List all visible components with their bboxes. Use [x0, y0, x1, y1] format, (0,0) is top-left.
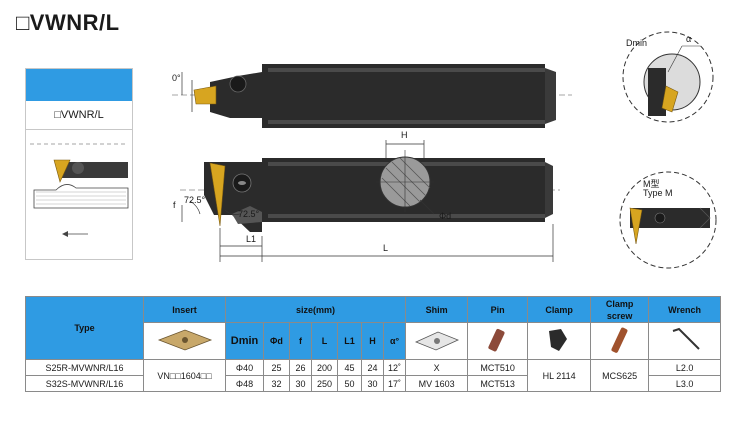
row-type: S32S-MVWNR/L16 — [25, 375, 144, 392]
clamp-image — [527, 322, 592, 360]
dmin-detail — [622, 31, 714, 123]
clamp-screw-image — [590, 322, 650, 360]
dim-h-label: H — [401, 130, 408, 140]
row-f: 30 — [289, 375, 312, 392]
tool-front-view — [180, 150, 560, 232]
row-h: 24 — [361, 359, 384, 376]
row-l1: 50 — [337, 375, 362, 392]
card-label: □VWNR/L — [26, 101, 132, 130]
header-wrench: Wrench — [648, 296, 722, 323]
row-l: 250 — [311, 375, 338, 392]
row-pin: MCT510 — [467, 359, 529, 376]
page-title: □VWNR/L — [16, 10, 120, 35]
dim-l1-label: L1 — [246, 234, 257, 244]
row-shim: X — [405, 359, 469, 376]
insert-code: VN□□1604□□ — [143, 359, 226, 392]
header-type: Type — [25, 296, 144, 360]
angle-1-label: 72.5° — [184, 195, 206, 205]
spec-table: Type Insert size(mm) Shim Pin Clamp Clam… — [25, 296, 722, 392]
row-l1: 45 — [337, 359, 362, 376]
type-m-cn-label: M型 — [643, 179, 660, 189]
row-wrench: L3.0 — [648, 375, 722, 392]
shim-image — [405, 322, 469, 360]
row-alpha: 12˚ — [382, 359, 407, 376]
row-dmin: Φ40 — [225, 359, 264, 376]
row-pin: MCT513 — [467, 375, 529, 392]
subheader-l: L — [311, 322, 338, 360]
dim-l-label: L — [383, 243, 389, 253]
row-dmin: Φ48 — [225, 375, 264, 392]
tool-top-view — [172, 64, 572, 128]
subheader-l1: L1 — [337, 322, 362, 360]
clamp-code: HL 2114 — [527, 359, 592, 392]
subheader-f: f — [289, 322, 312, 360]
type-m-detail — [619, 171, 717, 269]
subheader-alpha: α° — [382, 322, 407, 360]
subheader-h: H — [361, 322, 384, 360]
type-m-en-label: Type M — [643, 188, 673, 198]
header-clamp: Clamp — [527, 296, 592, 323]
angle-zero-label: 0° — [172, 73, 181, 83]
dim-phid-label: Φd — [439, 211, 452, 221]
dmin-label: Dmin — [626, 38, 648, 48]
table-row: S25R-MVWNR/L16 VN□□1604□□ Φ40 25 26 200 … — [25, 359, 722, 392]
row-d: 25 — [263, 359, 290, 376]
header-size: size(mm) — [224, 296, 407, 323]
header-pin: Pin — [467, 296, 529, 323]
dim-f-label: f — [173, 200, 176, 210]
row-shim: MV 1603 — [405, 375, 469, 392]
header-insert: Insert — [143, 296, 226, 323]
wrench-image — [648, 322, 722, 360]
angle-2-label: 72.5° — [238, 209, 260, 219]
row-wrench: L2.0 — [648, 359, 722, 376]
clamp-screw-code: MCS625 — [590, 359, 650, 392]
pin-image — [467, 322, 529, 360]
subheader-dmin: Dmin — [225, 322, 264, 360]
row-d: 32 — [263, 375, 290, 392]
table-row: S32S-MVWNR/L16 Φ48 32 30 250 50 30 17˚ M… — [25, 375, 722, 392]
tool-drawing — [172, 31, 717, 269]
insert-image — [143, 322, 226, 360]
product-card: □VWNR/L — [25, 68, 133, 260]
dimension-lines — [181, 72, 554, 262]
alpha-label: α — [686, 34, 692, 44]
card-application-sketch — [30, 143, 129, 237]
header-shim: Shim — [405, 296, 469, 323]
row-h: 30 — [361, 375, 384, 392]
row-f: 26 — [289, 359, 312, 376]
row-alpha: 17˚ — [382, 375, 407, 392]
row-l: 200 — [311, 359, 338, 376]
card-header-bar — [26, 69, 132, 101]
row-type: S25R-MVWNR/L16 — [25, 359, 144, 376]
subheader-phid: Φd — [263, 322, 290, 360]
